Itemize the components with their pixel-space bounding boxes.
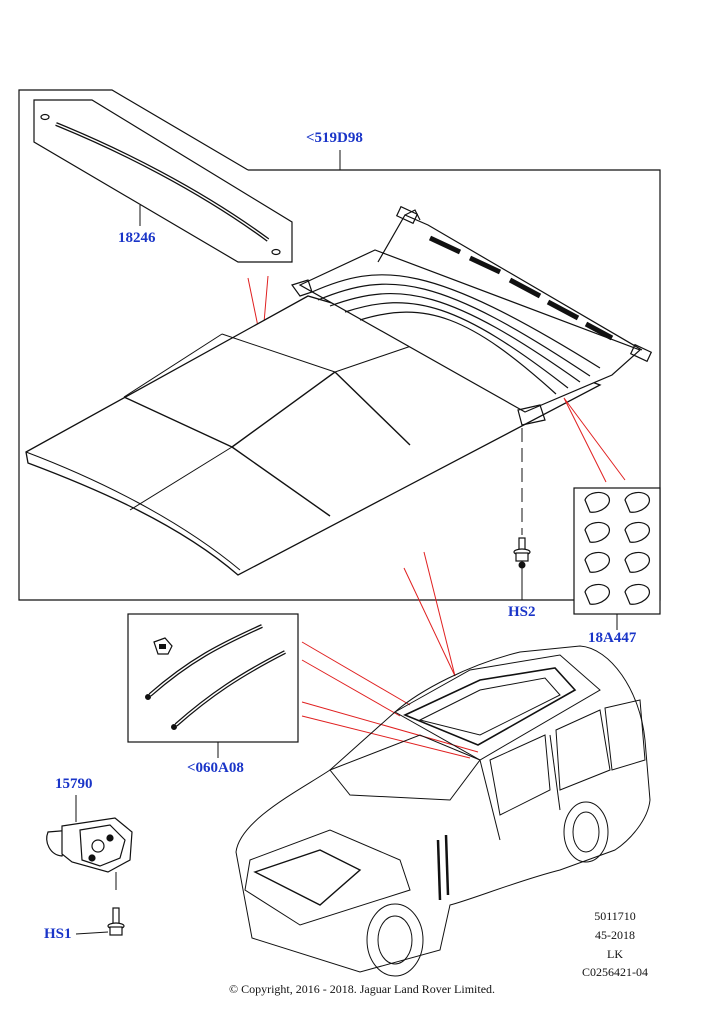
bolt-upper-part — [513, 537, 531, 569]
callout-cap-kit[interactable]: 18A447 — [588, 630, 637, 646]
motor-part — [46, 817, 133, 873]
callout-cable-kit[interactable]: <060A08 — [187, 760, 244, 776]
callout-roof-panel[interactable]: <519D98 — [306, 130, 363, 146]
cable-kit-red-leaders — [301, 551, 479, 759]
seal-strip-inset-box — [33, 99, 293, 263]
roof-frame — [291, 205, 653, 426]
reference-line-3: LK — [607, 947, 623, 961]
bolt-lower-part — [107, 907, 125, 936]
callout-motor[interactable]: 15790 — [55, 776, 93, 792]
reference-line-2: 45-2018 — [595, 928, 635, 942]
cable-kit-parts — [145, 624, 286, 730]
cap-kit-parts — [584, 491, 650, 605]
cap-kit-red-leaders — [563, 397, 626, 483]
roof-assembly-group-outline — [18, 89, 661, 601]
reference-line-4: C0256421-04 — [582, 965, 648, 979]
reference-line-1: 5011710 — [594, 909, 636, 923]
bolt-lower-leader — [75, 931, 109, 935]
seal-strip-part — [40, 113, 281, 256]
cable-kit-inset-box — [127, 613, 299, 743]
callout-bolt-upper[interactable]: HS2 — [508, 604, 536, 620]
vehicle-outline — [235, 645, 651, 977]
callout-bolt-lower[interactable]: HS1 — [44, 926, 72, 942]
callout-seal-strip[interactable]: 18246 — [118, 230, 156, 246]
copyright-text: © Copyright, 2016 - 2018. Jaguar Land Ro… — [228, 982, 496, 996]
